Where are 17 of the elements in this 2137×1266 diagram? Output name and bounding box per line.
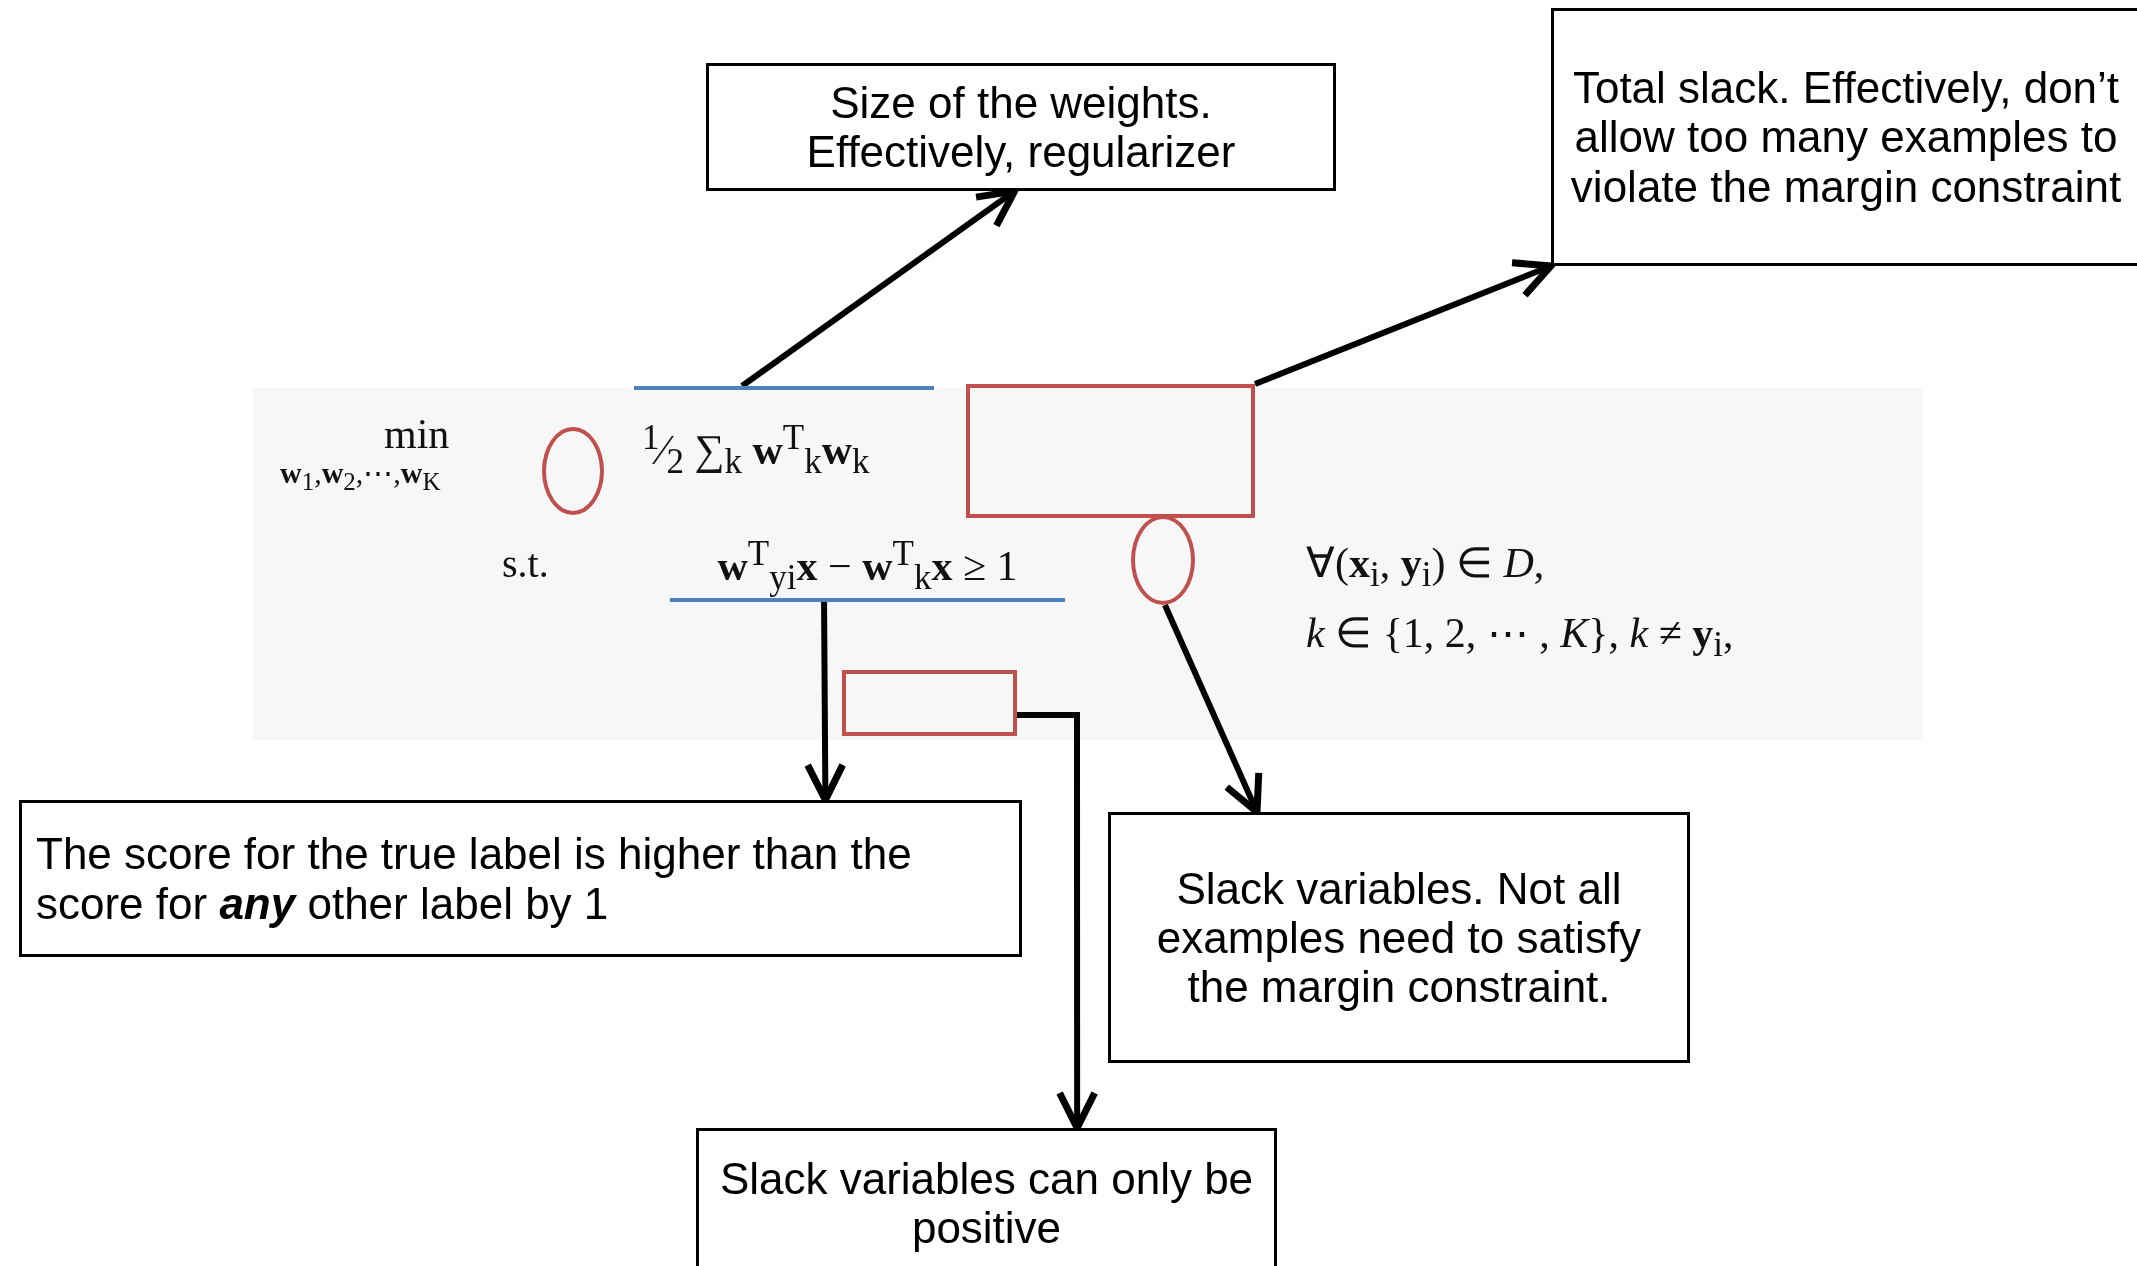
callout-box: Size of the weights. Effectively, regularizer (706, 63, 1336, 191)
formula-term: $^{1}$⁄$_{2}$ ∑$_{k}$ w$^{T}$$_{k}$w$_{k}$ (634, 386, 934, 511)
highlight-ellipse (542, 427, 604, 515)
formula-text: min (384, 410, 450, 458)
formula-text: ∀(x$_{i}$, y$_{i}$) ∈ D, (1306, 539, 1545, 596)
formula-term: w$^{T}$$_{yi}$x − w$^{T}$$_{k}$x ≥ 1 (670, 535, 1065, 602)
highlight-box (966, 384, 1255, 518)
formula-text: s.t. (502, 540, 549, 587)
callout-box: The score for the true label is higher than the score for any other label by 1 (19, 800, 1022, 957)
highlight-box (842, 670, 1017, 736)
callout-box: Slack variables can only be positive (696, 1128, 1277, 1266)
formula-subscript: w$_{1}$,w$_{2}$,⋯,w$_{K}$ (280, 455, 441, 496)
callout-box: Total slack. Effectively, don’t allow too many examples to violate the margin constraint (1551, 8, 2137, 266)
highlight-ellipse (1131, 515, 1195, 605)
formula-text: k ∈ {1, 2, ⋯ , K}, k ≠ y$_{i}$, (1306, 609, 1734, 666)
callout-box: Slack variables. Not all examples need to satisfy the margin constraint. (1108, 812, 1690, 1063)
arrow (1253, 259, 1555, 387)
